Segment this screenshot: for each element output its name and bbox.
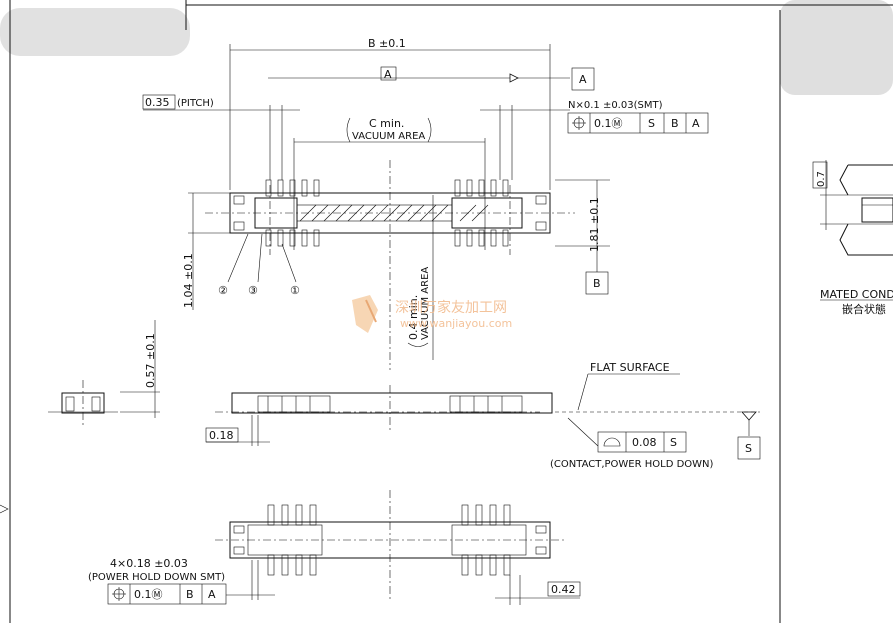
fcf-bottom-datum-a: A [208,588,216,601]
pitch-value: 0.35 [145,96,170,109]
pins-bottom [267,504,511,576]
datum-a-label: A [579,73,587,86]
dimension-1-81: 1.81 ±0.1 [588,197,601,252]
flatness-value: 0.08 [632,436,657,449]
b-dimension-label: B ±0.1 [368,37,406,50]
callout-2: ② [218,284,228,297]
vacuum-area-vertical: VACUUM AREA [420,267,431,340]
fcf-top-datum-s: S [648,117,655,130]
flatness-datum: S [670,436,677,449]
callout-1: ① [290,284,300,297]
top-view: B ±0.1 A A 0.35 (PITCH) N×0.1 ±0.03(SMT) [142,37,709,370]
fcf-top: 0.1Ⓜ S B A [567,112,709,134]
fcf-bottom-tolerance: 0.1Ⓜ [134,588,163,601]
side-view-small: 0.57 ±0.1 [48,320,160,425]
fcf-bottom: 0.1Ⓜ B A [107,583,227,605]
dimension-4x0-18: 4×0.18 ±0.03 [110,557,188,570]
dimension-0-57: 0.57 ±0.1 [144,333,157,388]
fcf-top-tolerance: 0.1Ⓜ [594,117,623,130]
dimension-0-18: 0.18 [209,429,234,442]
vacuum-area-label: VACUUM AREA [352,131,425,142]
dimension-0-4-min: 0.4 min. [407,295,420,340]
power-hold-down-label: (POWER HOLD DOWN SMT) [88,572,225,583]
fcf-flatness: 0.08 S [597,431,687,453]
pitch-text: (PITCH) [177,98,214,109]
fcf-top-datum-b: B [671,117,679,130]
contact-note: (CONTACT,POWER HOLD DOWN) [550,459,714,470]
frame-arrow-mark [0,504,9,514]
datum-a-boxed: A [384,68,392,81]
front-view: 0.18 FLAT SURFACE S 0.08 S (CONTACT,POWE… [205,361,761,470]
flat-surface-label: FLAT SURFACE [590,361,670,374]
dimension-1-04: 1.04 ±0.1 [182,253,195,308]
redacted-block-top-left [0,8,190,56]
mated-condition-view: 0.7 MATED COND 嵌合状態 [812,160,893,316]
datum-s-label: S [745,442,752,455]
c-min-label: C min. [369,117,404,130]
dimension-0-42: 0.42 [551,583,576,596]
mated-condition-label: MATED COND [820,288,893,301]
watermark-text-url: www.wanjiayou.com [400,317,512,330]
bottom-view: 4×0.18 ±0.03 (POWER HOLD DOWN SMT) 0.1Ⓜ … [88,490,581,605]
redacted-block-top-right [780,0,893,95]
datum-b-label: B [593,277,601,290]
dimension-0-7: 0.7 [816,171,827,187]
watermark-text-cn: 深圳万家友加工网 [395,299,507,316]
mated-condition-cn: 嵌合状態 [842,302,886,316]
fcf-bottom-datum-b: B [186,588,194,601]
watermark: 深圳万家友加工网 www.wanjiayou.com [352,295,512,333]
pins-top [265,179,509,247]
n-dimension-label: N×0.1 ±0.03(SMT) [568,100,663,111]
fcf-top-datum-a: A [692,117,700,130]
callout-3: ③ [248,284,258,297]
